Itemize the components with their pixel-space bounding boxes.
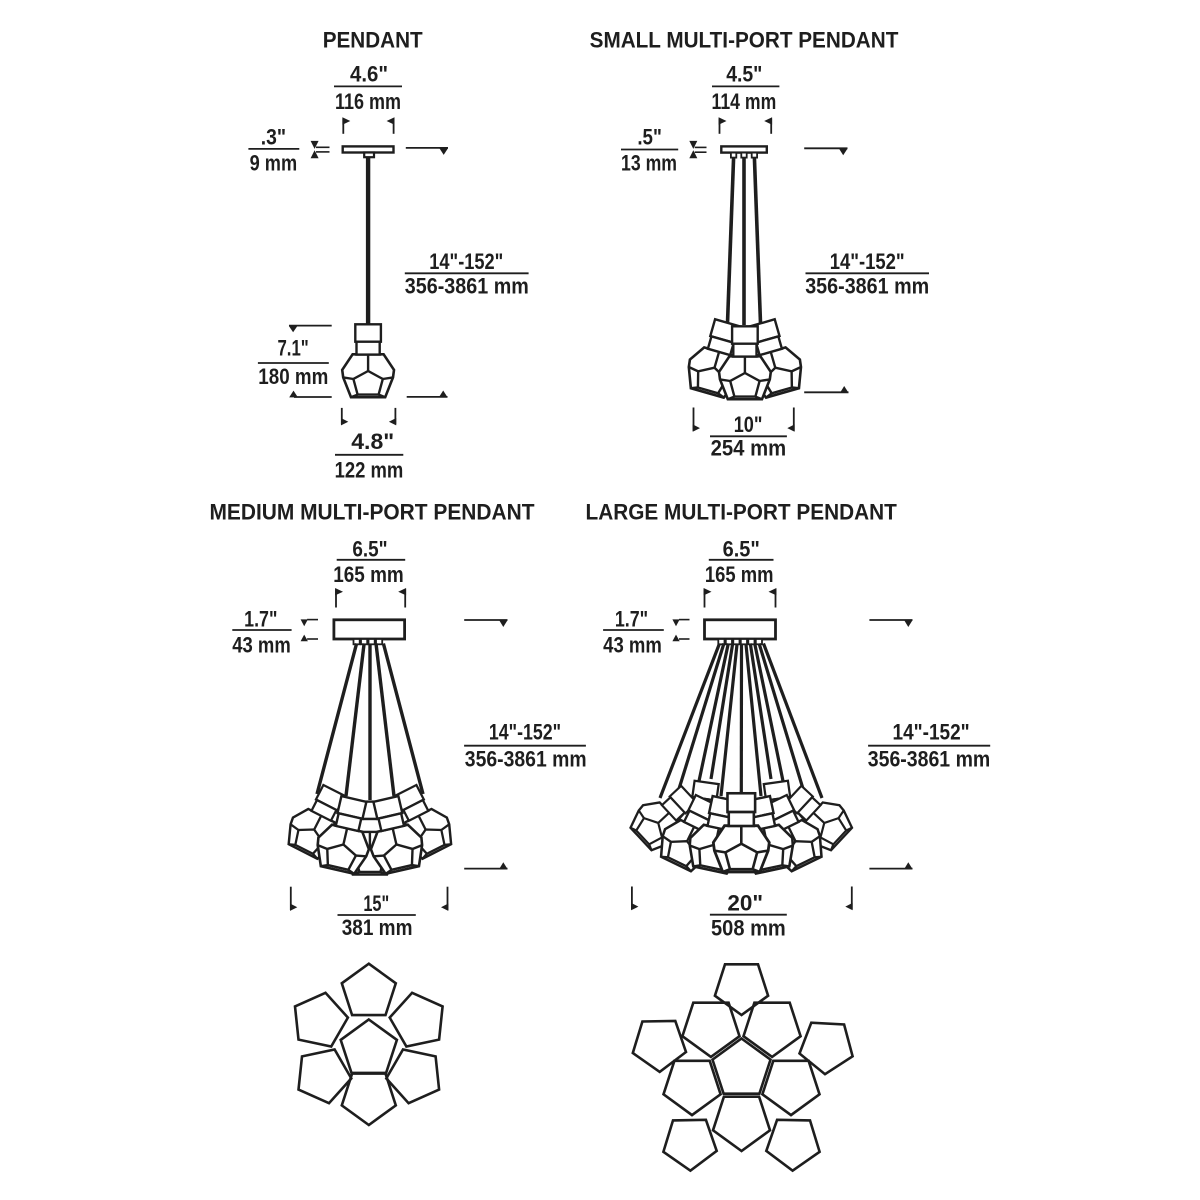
svg-text:1.7": 1.7" — [244, 607, 277, 632]
svg-text:43 mm: 43 mm — [603, 633, 662, 658]
svg-text:356-3861 mm: 356-3861 mm — [868, 747, 991, 772]
svg-text:4.6": 4.6" — [350, 62, 388, 87]
svg-text:9 mm: 9 mm — [250, 151, 298, 176]
svg-text:.5": .5" — [637, 125, 662, 150]
svg-text:SMALL MULTI-PORT PENDANT: SMALL MULTI-PORT PENDANT — [590, 27, 899, 52]
svg-text:356-3861 mm: 356-3861 mm — [465, 747, 587, 772]
svg-text:PENDANT: PENDANT — [323, 27, 424, 52]
svg-text:180 mm: 180 mm — [258, 364, 328, 389]
svg-text:13 mm: 13 mm — [621, 151, 677, 176]
svg-text:.3": .3" — [261, 125, 286, 150]
svg-text:14"-152": 14"-152" — [830, 249, 905, 274]
svg-text:381 mm: 381 mm — [342, 915, 413, 940]
svg-text:20": 20" — [727, 890, 763, 915]
svg-text:43 mm: 43 mm — [232, 633, 291, 658]
svg-text:6.5": 6.5" — [352, 537, 387, 562]
svg-text:508 mm: 508 mm — [711, 915, 786, 940]
svg-text:1.7": 1.7" — [615, 607, 648, 632]
svg-text:10": 10" — [734, 412, 763, 437]
svg-text:14"-152": 14"-152" — [429, 249, 503, 274]
svg-text:14"-152": 14"-152" — [893, 720, 970, 745]
svg-text:MEDIUM MULTI-PORT PENDANT: MEDIUM MULTI-PORT PENDANT — [209, 499, 535, 524]
svg-text:15": 15" — [363, 891, 389, 916]
svg-text:4.8": 4.8" — [351, 429, 394, 454]
svg-text:114 mm: 114 mm — [712, 89, 777, 114]
svg-text:116 mm: 116 mm — [335, 89, 401, 114]
svg-text:122 mm: 122 mm — [335, 458, 404, 483]
svg-text:356-3861 mm: 356-3861 mm — [805, 273, 929, 298]
svg-text:254 mm: 254 mm — [711, 436, 787, 461]
svg-text:356-3861 mm: 356-3861 mm — [405, 273, 529, 298]
svg-text:6.5": 6.5" — [723, 537, 760, 562]
svg-text:LARGE MULTI-PORT PENDANT: LARGE MULTI-PORT PENDANT — [586, 499, 898, 524]
svg-text:165 mm: 165 mm — [705, 562, 774, 587]
svg-text:14"-152": 14"-152" — [489, 720, 561, 745]
svg-text:165 mm: 165 mm — [333, 562, 404, 587]
svg-text:4.5": 4.5" — [726, 62, 762, 87]
svg-text:7.1": 7.1" — [277, 336, 308, 361]
